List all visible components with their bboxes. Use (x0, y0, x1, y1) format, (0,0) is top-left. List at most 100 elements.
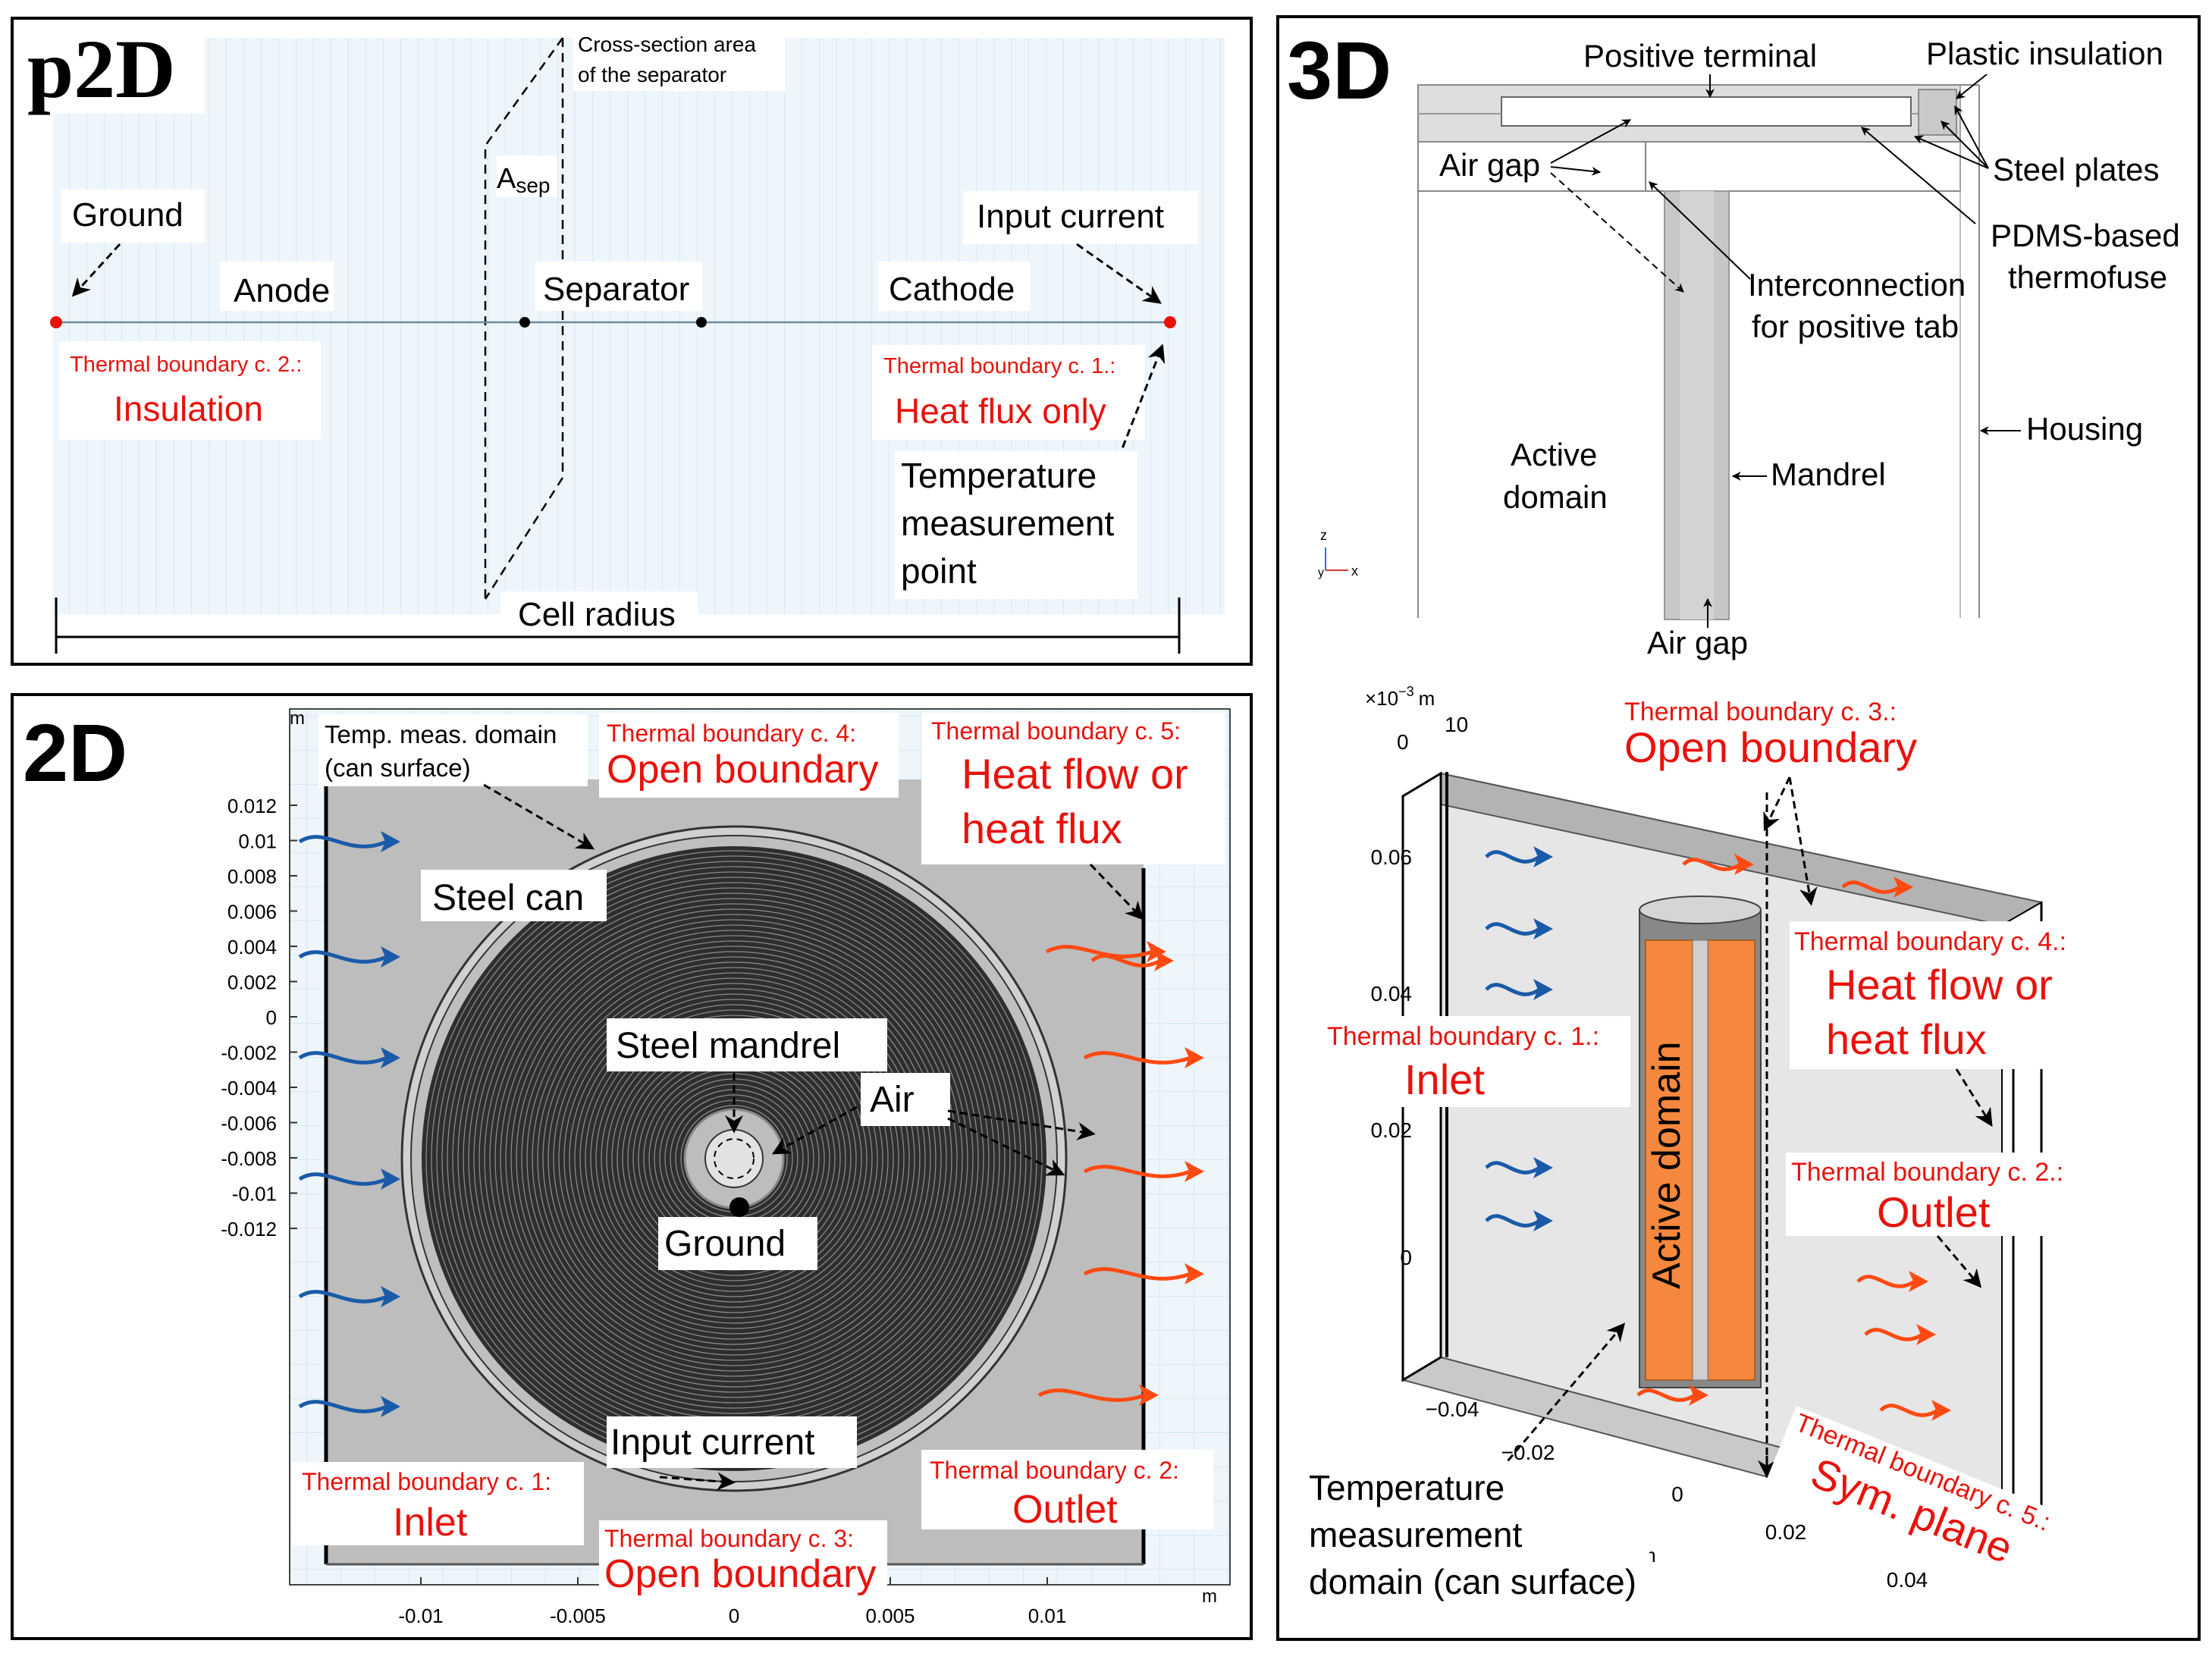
d2-steel-mandrel-label: Steel mandrel (616, 1026, 840, 1066)
d2-y-tick-label: 0.004 (227, 936, 277, 958)
d3-outlet-arrow (1682, 858, 1742, 871)
d2-y-tick-label: 0.002 (227, 971, 277, 994)
d3-inlet-arrow-head (1533, 1210, 1553, 1231)
d3-axis-x: x (1351, 563, 1358, 579)
asep-label: Asep (497, 163, 551, 197)
d3-interconnection-line1: Interconnection (1748, 267, 1966, 303)
d2-outlet-arrow (1045, 945, 1153, 958)
input-current-bg (963, 191, 1198, 244)
d2-x-tick-label: 0 (729, 1604, 739, 1627)
d3-tb1-title: Thermal boundary c. 1.: (1327, 1022, 1599, 1051)
d2-inlet-arrow (298, 950, 387, 964)
d2-tb5-bg (921, 713, 1225, 864)
d3-temp-line3: domain (can surface) (1309, 1562, 1636, 1601)
d2-outlet-arrow (1037, 1388, 1146, 1402)
d2-temp-arrow (483, 783, 595, 850)
jellyroll-ring (500, 924, 968, 1393)
d3-positive-terminal-cavity (1501, 96, 1912, 127)
d3-tb3-value: Open boundary (1624, 723, 1917, 771)
d2-y-tick-label: -0.008 (221, 1147, 277, 1170)
jellyroll-ring (532, 956, 937, 1361)
d3-pdms-line2: thermofuse (2008, 259, 2167, 295)
d3-z-tick-label: 0.04 (1371, 982, 1413, 1005)
d3-outlet-arrow-head (1909, 1271, 1928, 1292)
d3-tb4-value-line2: heat flux (1826, 1015, 1987, 1063)
d2-tb4-bg (599, 713, 899, 798)
d3-steel-plates: Steel plates (1993, 152, 2159, 187)
d3-mandrel-inner (1680, 191, 1714, 619)
d2-inlet-arrow-head (381, 946, 400, 968)
d2-tb1-value: Inlet (393, 1501, 468, 1545)
p2d-tb2-value: Insulation (114, 389, 263, 428)
jellyroll-ring (510, 935, 958, 1382)
d3-outlet-arrow (1879, 1404, 1939, 1417)
p2d-label-bg (23, 30, 205, 114)
d2-y-tick-label: -0.002 (221, 1042, 277, 1065)
d2-ground-bg (658, 1217, 817, 1270)
d2-y-tick-label: 0.006 (227, 901, 277, 924)
p2d-temp-line1: Temperature (901, 456, 1097, 495)
d3-plastic-insulation: Plastic insulation (1926, 36, 2163, 71)
jellyroll-ring (553, 977, 915, 1340)
d3-axis-y: y (1318, 566, 1324, 579)
d3-top-cross-section: z x y (1318, 84, 1980, 620)
jellyroll-ring (505, 930, 963, 1388)
d2-air-bg (861, 1073, 950, 1126)
d3-sp-arrow-2 (1941, 121, 1989, 169)
d3-tb2-arrow (1936, 1235, 1982, 1288)
d3-tb4-title: Thermal boundary c. 4.: (1794, 927, 2066, 956)
p2d-tb2-title: Thermal boundary c. 2.: (70, 353, 302, 377)
d2-tb2-value: Outlet (1012, 1488, 1118, 1532)
d3-x-tick-label: −0.02 (1501, 1441, 1555, 1464)
d3-axis-z: z (1320, 528, 1327, 543)
d3-active-domain-right (1707, 939, 1755, 1381)
d2-inlet-arrow-head (381, 1286, 400, 1307)
d3-tb2-bg (1786, 1153, 2097, 1236)
d2-inlet-arrow-head (381, 1047, 400, 1068)
d3-sp-arrow-1 (1954, 105, 1989, 169)
d3-tb3-arrow-2 (1788, 776, 1818, 906)
d2-y-tick-label: 0.01 (238, 830, 277, 853)
d2-temp-line2: (can surface) (325, 754, 471, 782)
d2-inlet-arrows (298, 831, 400, 1417)
d2-outlet-arrows (1037, 941, 1204, 1406)
d2-tb4-value: Open boundary (607, 748, 879, 792)
d2-temp-bg (318, 714, 588, 786)
jellyroll-ring (569, 993, 899, 1324)
d2-steel-can-bg (421, 870, 607, 921)
d2-outlet-arrow (1083, 1267, 1191, 1281)
d3-tb4-bg (1790, 921, 2093, 1069)
d3-inlet-arrow-head (1533, 1157, 1553, 1178)
d3-mandrel-label: Mandrel (1771, 456, 1886, 492)
jellyroll-ring (537, 961, 931, 1356)
d2-core-dashed-circle (714, 1138, 755, 1179)
d2-inlet-arrow (298, 1290, 387, 1303)
d3-outlet-arrow (1864, 1328, 1924, 1341)
d3-z-tick-label: 0.06 (1371, 845, 1413, 869)
d3-outlet-arrow-head (1931, 1400, 1951, 1421)
d3-x-tick-label: −0.04 (1426, 1397, 1479, 1421)
d2-air-arrow-right1 (947, 1109, 1096, 1140)
d2-panel: m m 0.0120.010.0080.0060.0040.0020-0.002… (11, 693, 1253, 1640)
jellyroll-ring (558, 983, 910, 1335)
d2-air-arrow-core (771, 1106, 858, 1155)
d2-y-tick-label: -0.004 (221, 1077, 277, 1099)
jellyroll-ring (521, 946, 947, 1372)
d3-tb2-title: Thermal boundary c. 2.: (1791, 1158, 2063, 1187)
d2-y-tick-label: 0.008 (227, 865, 277, 888)
d3-z-tick-label: 0 (1400, 1246, 1412, 1269)
cathode-label: Cathode (889, 271, 1015, 308)
jellyroll-ring (585, 1009, 883, 1308)
d2-steel-can-label: Steel can (432, 878, 584, 918)
d2-tb1-title: Thermal boundary c. 1: (302, 1468, 551, 1495)
cross-section-line1: Cross-section area (578, 33, 756, 56)
d2-inlet-arrow (298, 1400, 387, 1413)
d2-air-arrow-right2 (947, 1117, 1065, 1176)
p2d-anode-sep-node (519, 317, 530, 328)
d3-pi-arrow (1956, 74, 1988, 99)
cathode-bg (878, 262, 1030, 311)
jellyroll-ring (494, 919, 974, 1398)
p2d-ground-point (50, 316, 62, 328)
d3-inlet-arrow (1485, 1161, 1541, 1175)
